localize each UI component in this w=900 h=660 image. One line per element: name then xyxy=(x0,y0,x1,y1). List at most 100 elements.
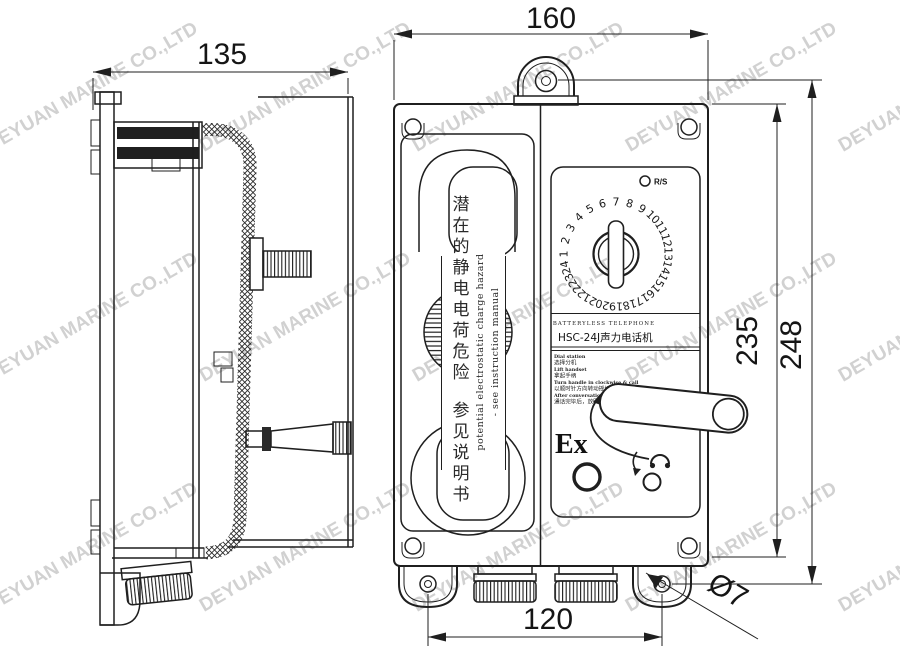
generator-crank-handle[interactable] xyxy=(598,382,749,434)
dim-value: 120 xyxy=(523,603,573,636)
latch-tab xyxy=(220,367,234,383)
top-mounting-bracket xyxy=(513,56,579,106)
dial-number: 18 xyxy=(621,296,638,312)
instruction-line-cn: 选择分机 xyxy=(554,359,577,367)
watermark-text: DEYUAN MARINE CO.,LTD xyxy=(622,18,841,156)
dial-number: 6 xyxy=(597,197,607,211)
warning-char: 静 xyxy=(453,258,470,278)
dial-number: 3 xyxy=(564,222,579,235)
dial-number: 24 xyxy=(558,259,574,276)
dial-number: 8 xyxy=(624,197,634,211)
dial-number: 11 xyxy=(652,219,670,238)
cable-gland-side xyxy=(120,560,193,606)
dim-total-height-248: 248 xyxy=(558,79,822,585)
instruction-line-en: Turn handle in clockwise & call xyxy=(554,380,639,386)
warning-char: 书 xyxy=(453,485,470,505)
buzzer-icon xyxy=(572,462,602,492)
latch-tab xyxy=(213,351,233,367)
screw-icon xyxy=(404,537,422,555)
dial-number: 5 xyxy=(584,202,597,217)
warning-char: 的 xyxy=(453,237,470,257)
instruction-line-cn: 拿起手柄 xyxy=(554,372,577,380)
dim-body-height-235: 235 xyxy=(712,103,786,558)
warning-char: 危 xyxy=(453,342,470,362)
dial-number: 2 xyxy=(559,235,573,245)
rs-label: R/S xyxy=(654,178,668,187)
nameplate-title: BATTERYLESS TELEPHONE xyxy=(553,321,655,327)
label-strip xyxy=(441,252,505,504)
warning-char: 电 xyxy=(453,300,470,320)
wall-mounting-bracket xyxy=(90,91,141,626)
screw-icon xyxy=(404,118,422,136)
nameplate-model: HSC-24J声力电话机 xyxy=(558,331,653,344)
dim-front-width-160: 160 xyxy=(393,2,709,100)
dial-number: 12 xyxy=(658,232,674,249)
dial-number: 20 xyxy=(594,296,611,312)
instruction-line-cn: 通话完毕后，放回手柄 xyxy=(554,398,610,406)
warning-char: 参 xyxy=(453,401,470,421)
headset-icon xyxy=(649,454,671,469)
watermark-text: DEYUAN MARINE CO.,LTD xyxy=(835,478,900,616)
dim-value: 135 xyxy=(197,38,247,71)
control-panel xyxy=(550,166,701,518)
dim-value: 248 xyxy=(775,320,808,370)
dial-number: 14 xyxy=(658,259,674,276)
warning-char: 说 xyxy=(453,443,470,463)
dial-number: 13 xyxy=(662,247,675,261)
cable-gland-front-right xyxy=(554,565,618,603)
instruction-line-en: Lift handset xyxy=(554,367,587,373)
dial-number: 23 xyxy=(562,271,580,290)
dim-value: Ø7 xyxy=(702,566,753,615)
gasket-section xyxy=(202,123,257,560)
esd-warning-english-2: - see instruction manual xyxy=(490,288,501,417)
warning-char: 险 xyxy=(453,363,470,383)
dial-number: 1 xyxy=(558,251,571,258)
instruction-line-en: Dial station xyxy=(554,354,586,360)
handset-compartment xyxy=(400,133,535,532)
watermark-text: DEYUAN MARINE CO.,LTD xyxy=(835,248,900,386)
rs-indicator-icon xyxy=(639,175,651,187)
warning-char: 在 xyxy=(453,216,470,236)
dial-number: 17 xyxy=(633,290,652,308)
warning-char: 电 xyxy=(453,279,470,299)
selector-knob[interactable] xyxy=(592,220,640,289)
esd-warning-english: potential electrostatic charge hazard xyxy=(475,253,486,450)
corner-screws xyxy=(401,118,701,559)
dim-hole-spacing-120: 120 xyxy=(427,594,663,646)
bracket-hole xyxy=(534,69,558,93)
dial-number: 4 xyxy=(572,210,586,224)
warning-char: 明 xyxy=(453,464,470,484)
cable-gland-front-left xyxy=(473,565,537,603)
instruction-line-cn: 以顺时针方向转动摇柄，并通话 xyxy=(554,385,633,393)
side-view xyxy=(90,91,354,626)
watermark-text: DEYUAN MARINE CO.,LTD xyxy=(0,248,202,386)
dim-value: 160 xyxy=(526,2,576,35)
earpiece-cradle xyxy=(418,149,516,252)
dial-number: 15 xyxy=(652,271,670,290)
handset-cradle-side xyxy=(228,96,354,548)
cover-flange-section-top xyxy=(117,127,199,139)
warning-char: 潜 xyxy=(453,195,470,215)
warning-char: 见 xyxy=(453,422,470,442)
small-rotate-arrow-icon xyxy=(632,451,638,471)
call-button-icon[interactable] xyxy=(642,472,662,492)
side-body xyxy=(112,121,208,559)
dial-number: 7 xyxy=(613,196,620,209)
warning-char: 荷 xyxy=(453,321,470,341)
screw-icon xyxy=(680,537,698,555)
dim-value: 235 xyxy=(731,316,764,366)
dim-side-width-135: 135 xyxy=(92,38,349,110)
enclosure-body xyxy=(393,103,709,567)
dial-shaft-side xyxy=(249,237,312,291)
watermark-text: DEYUAN MARINE CO.,LTD xyxy=(835,18,900,156)
dial-number: 21 xyxy=(581,290,600,308)
crank-handle-side xyxy=(245,421,352,455)
dial-number: 19 xyxy=(609,300,623,313)
ex-marking: Ex xyxy=(555,429,588,460)
